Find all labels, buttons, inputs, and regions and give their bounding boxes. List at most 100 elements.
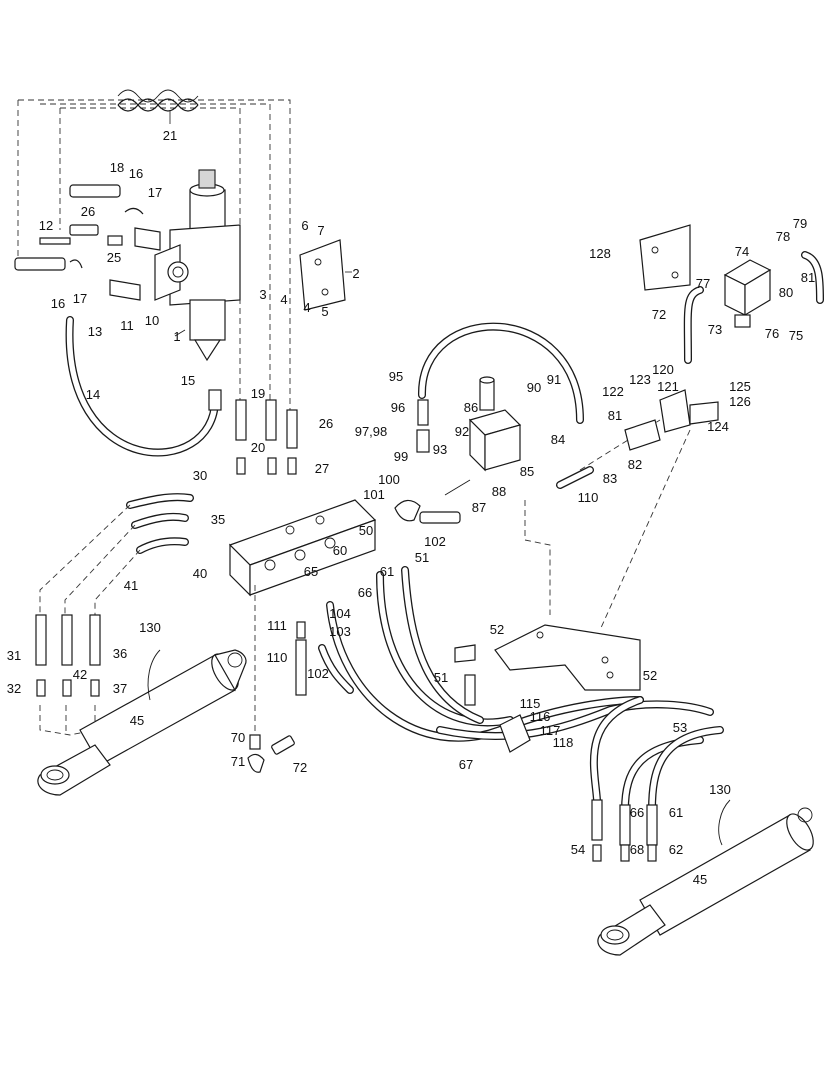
center-hose-bundle <box>326 566 714 742</box>
callout-c4b: 4 <box>303 300 310 315</box>
callout-c71: 71 <box>231 754 245 769</box>
callout-c17b: 17 <box>73 291 87 306</box>
callout-c73: 73 <box>708 322 722 337</box>
callout-c110a: 110 <box>267 650 288 665</box>
callout-c72b: 72 <box>652 307 666 322</box>
top-left-fittings <box>14 184 161 301</box>
callout-c66a: 66 <box>358 585 372 600</box>
left-hose-routing <box>39 493 194 640</box>
callout-c116: 116 <box>530 709 551 724</box>
callout-c19: 19 <box>251 386 265 401</box>
control-valve <box>154 169 241 362</box>
callout-c11: 11 <box>120 318 134 333</box>
callout-c95: 95 <box>389 369 403 384</box>
callout-c61a: 61 <box>380 564 394 579</box>
callout-c32: 32 <box>7 681 21 696</box>
callout-c18: 18 <box>110 160 124 175</box>
hose-110 <box>524 419 661 615</box>
callout-c91: 91 <box>547 372 561 387</box>
callout-c110b: 110 <box>578 490 599 505</box>
callout-c88: 88 <box>492 484 506 499</box>
callout-c101: 101 <box>363 487 385 502</box>
callout-c74: 74 <box>735 244 749 259</box>
valve-block-74 <box>723 259 772 328</box>
valve-86 <box>394 376 522 524</box>
callout-c86: 86 <box>464 400 478 415</box>
callout-c7: 7 <box>317 223 324 238</box>
bracket-2 <box>299 239 352 311</box>
callout-c6: 6 <box>301 218 308 233</box>
hose-14 <box>65 316 222 457</box>
callout-c80: 80 <box>779 285 793 300</box>
callout-c61b: 61 <box>669 805 683 820</box>
callout-c83: 83 <box>603 471 617 486</box>
callout-c104: 104 <box>329 606 351 621</box>
callout-c85: 85 <box>520 464 534 479</box>
bracket-128 <box>639 224 691 291</box>
callout-c54: 54 <box>571 842 585 857</box>
callout-c65: 65 <box>304 564 318 579</box>
callout-c122: 122 <box>602 384 624 399</box>
callout-c2: 2 <box>352 266 359 281</box>
callout-c81a: 81 <box>608 408 622 423</box>
callout-c79: 79 <box>793 216 807 231</box>
callout-c115: 115 <box>520 696 541 711</box>
pressure-switch-120 <box>599 389 719 631</box>
hose-95 <box>417 322 584 424</box>
callout-c126: 126 <box>729 394 751 409</box>
callout-c14: 14 <box>86 387 100 402</box>
callout-c20: 20 <box>251 440 265 455</box>
callout-c51b: 51 <box>434 670 448 685</box>
right-cylinder-45 <box>597 799 814 956</box>
hose-72-73 <box>683 251 824 364</box>
callout-c52a: 52 <box>490 622 504 637</box>
callout-c26b: 26 <box>319 416 333 431</box>
callout-c16a: 16 <box>129 166 143 181</box>
callout-c111: 111 <box>267 618 287 633</box>
callout-c60: 60 <box>333 543 347 558</box>
callout-c78: 78 <box>776 229 790 244</box>
callout-c25: 25 <box>107 250 121 265</box>
callout-c120: 120 <box>652 362 674 377</box>
callout-c70: 70 <box>231 730 245 745</box>
callout-c68: 68 <box>630 842 644 857</box>
callout-c15: 15 <box>181 373 195 388</box>
callout-c92: 92 <box>455 424 469 439</box>
wave-hose-bundle <box>117 89 199 124</box>
callout-c3: 3 <box>259 287 266 302</box>
callout-c37: 37 <box>113 681 127 696</box>
callout-c75: 75 <box>789 328 803 343</box>
callout-c130b: 130 <box>709 782 731 797</box>
hose-ends-19-26 <box>235 399 298 475</box>
callout-c93: 93 <box>433 442 447 457</box>
callout-c87: 87 <box>472 500 486 515</box>
callout-c82: 82 <box>628 457 642 472</box>
callout-c128: 128 <box>589 246 611 261</box>
center-valve-bracket <box>454 624 641 753</box>
callout-c66b: 66 <box>630 805 644 820</box>
bottom-center-fittings <box>247 585 354 773</box>
callout-c76: 76 <box>765 326 779 341</box>
callout-c51a: 51 <box>415 550 429 565</box>
callout-c124: 124 <box>707 419 729 434</box>
callout-c53: 53 <box>673 720 687 735</box>
callout-c84: 84 <box>551 432 565 447</box>
callout-c5: 5 <box>321 304 328 319</box>
callout-c12: 12 <box>39 218 53 233</box>
callout-c121: 121 <box>657 379 679 394</box>
callout-c125: 125 <box>729 379 751 394</box>
callout-c27: 27 <box>315 461 329 476</box>
callout-c102a: 102 <box>307 666 329 681</box>
callout-c52b: 52 <box>643 668 657 683</box>
callout-c13: 13 <box>88 324 102 339</box>
callout-c40: 40 <box>193 566 207 581</box>
callout-c26a: 26 <box>81 204 95 219</box>
callout-c117: 117 <box>540 723 561 738</box>
callout-c123: 123 <box>629 372 651 387</box>
callout-c67: 67 <box>459 757 473 772</box>
callout-c9798: 97,98 <box>355 424 388 439</box>
callout-c35: 35 <box>211 512 225 527</box>
callout-c16b: 16 <box>51 296 65 311</box>
callout-c45b: 45 <box>693 872 707 887</box>
